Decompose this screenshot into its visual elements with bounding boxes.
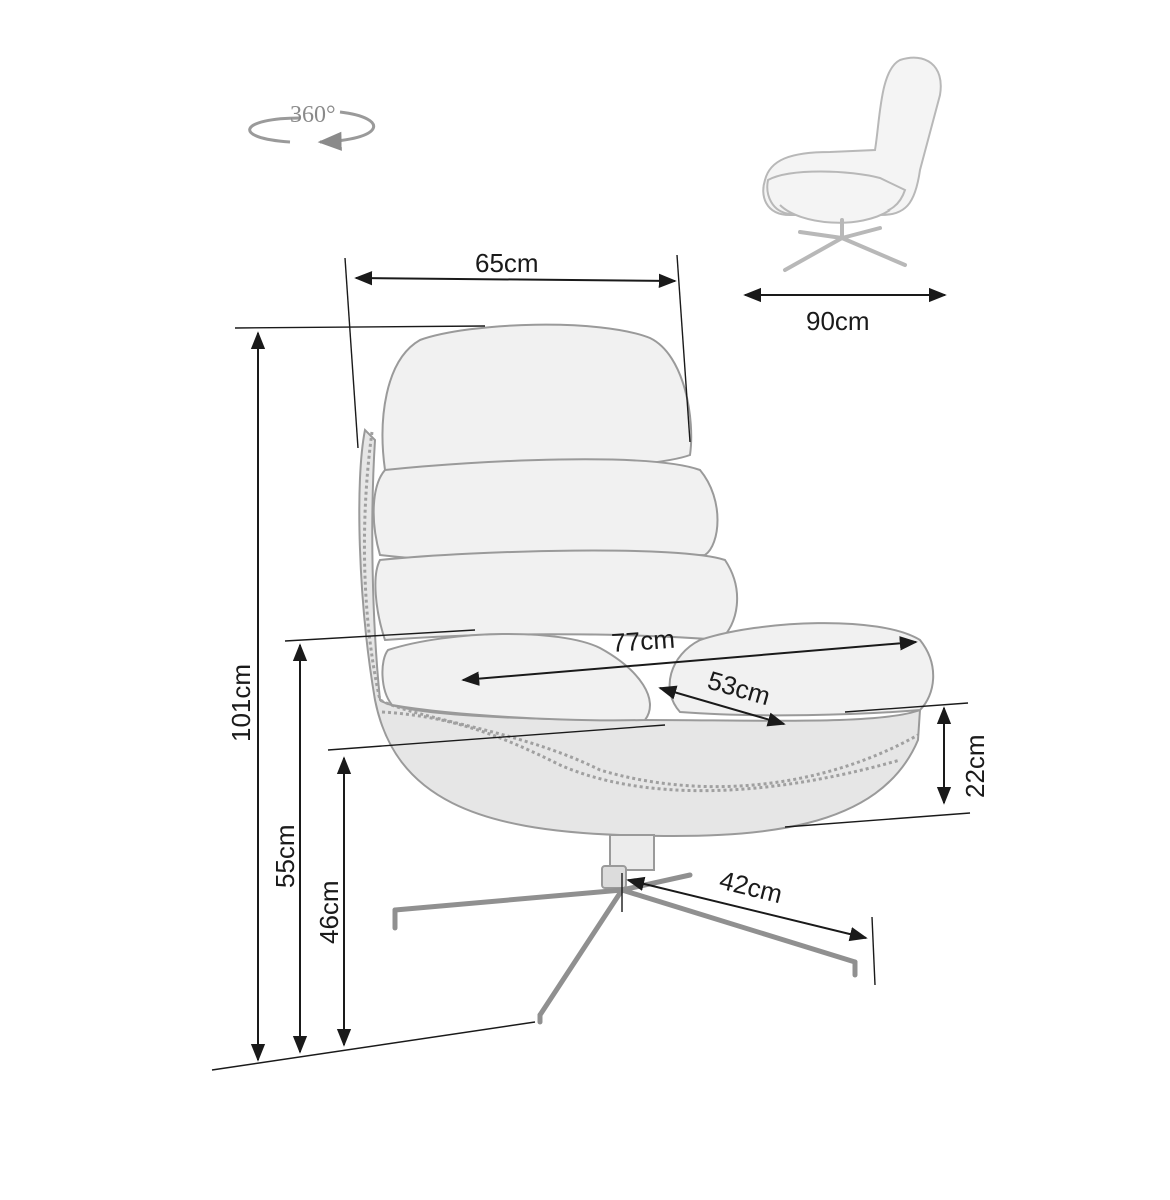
label-55cm: 55cm [270, 824, 300, 888]
dim-line-42 [626, 876, 868, 942]
label-65cm: 65cm [475, 248, 539, 278]
dimension-lines [250, 270, 952, 1062]
dim-line-53 [658, 685, 786, 727]
extension-lines [211, 254, 971, 1071]
label-46cm: 46cm [314, 880, 344, 944]
chair-illustration [358, 323, 935, 1025]
dim-line-77 [461, 636, 918, 686]
label-90cm: 90cm [806, 306, 870, 336]
label-42cm: 42cm [717, 865, 786, 909]
dim-line-65 [354, 270, 677, 289]
label-22cm: 22cm [960, 734, 990, 798]
rotate-360-icon: 360° [248, 102, 375, 151]
rotation-label: 360° [290, 102, 336, 128]
label-101cm: 101cm [226, 664, 256, 742]
side-view-thumbnail [762, 56, 942, 272]
label-77cm: 77cm [610, 624, 676, 658]
